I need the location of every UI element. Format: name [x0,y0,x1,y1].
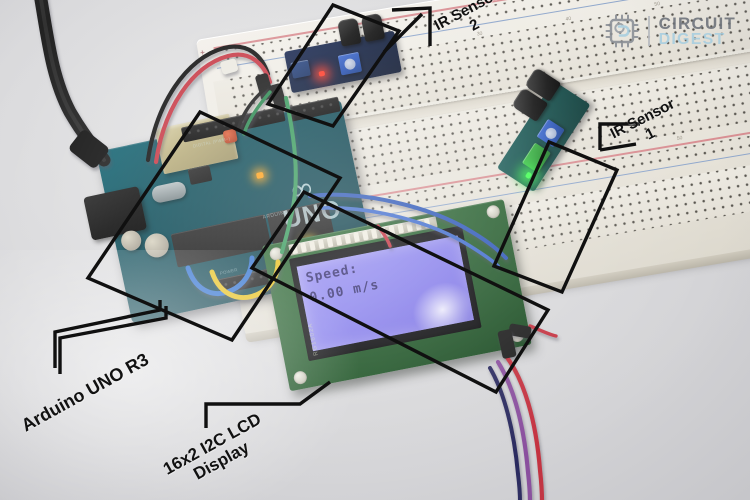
pin-header-2 [290,59,311,79]
electrolytic-capacitor [142,231,171,260]
logo-divider [648,16,650,46]
crystal-oscillator [150,180,188,205]
screw-terminal-1 [521,142,551,174]
status-led-2 [318,70,326,77]
small-ic [187,164,213,185]
lcd-mount-hole-bl [292,369,308,386]
power-led-indicator [255,171,265,180]
lcd-display-area: Speed: 0.00 m/s [296,235,474,352]
dc-power-cable [34,0,111,168]
status-led-1 [524,171,533,180]
logo-word-digest: DIGEST [658,30,726,48]
lcd-mount-hole-tr [485,204,501,220]
lcd-wire-bundle [488,329,545,500]
label-arduino-uno-r3: Arduino UNO R3 [18,349,152,436]
arduino-uno-text: UNO [280,194,344,235]
atmega-mcu [170,214,272,268]
circuit-digest-logo: CIRCUIT DIGEST [605,14,736,48]
lcd-leader-bracket [204,380,332,428]
sensitivity-potentiometer-2[interactable] [337,51,363,76]
microchip-icon [605,14,639,48]
label-lcd-display: 16x2 I2C LCD Display [160,409,265,484]
lcd-mount-hole-br [509,327,525,344]
sensitivity-potentiometer-1[interactable] [536,118,565,148]
silk-power-label: POWER [219,267,239,276]
lcd-mount-hole-tl [268,246,284,262]
logo-word-circuit: CIRCUIT [658,13,736,33]
lcd-glare-reflection [397,265,474,352]
